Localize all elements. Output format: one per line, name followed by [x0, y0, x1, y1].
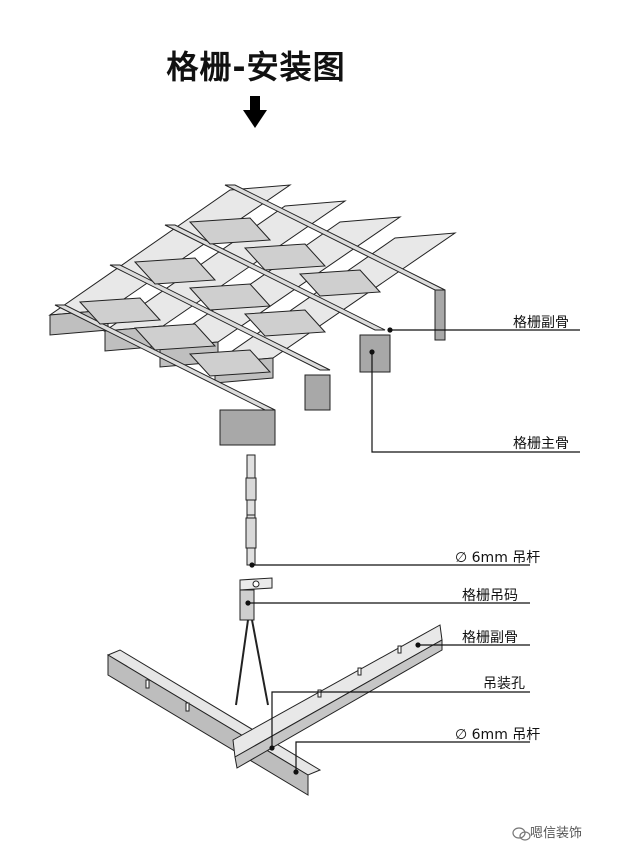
label-rod-bottom: ∅ 6mm 吊杆	[455, 727, 541, 743]
wechat-icon	[512, 827, 531, 841]
leader-lines-top	[369, 327, 580, 453]
label-main-keel: 格栅主骨	[513, 436, 569, 452]
leader-lines-bottom	[245, 562, 530, 775]
main-keel-3	[109, 264, 331, 371]
main-keel-2	[164, 224, 386, 331]
label-hanger-clip: 格栅吊码	[462, 588, 518, 604]
hanger-clip	[235, 577, 273, 706]
down-arrow-icon	[243, 96, 267, 128]
watermark-text: 嗯信装饰	[530, 826, 583, 841]
diagram-title: 格栅-安装图	[166, 48, 346, 86]
label-secondary-keel-bottom: 格栅副骨	[462, 630, 518, 646]
lower-secondary-keel	[232, 624, 443, 769]
grille-grid	[48, 184, 457, 446]
hanging-rod	[245, 454, 257, 566]
label-hanging-hole: 吊装孔	[483, 676, 525, 692]
watermark: 嗯信装饰	[530, 822, 582, 841]
label-secondary-keel-top: 格栅副骨	[513, 315, 569, 331]
label-rod-top: ∅ 6mm 吊杆	[455, 550, 541, 566]
